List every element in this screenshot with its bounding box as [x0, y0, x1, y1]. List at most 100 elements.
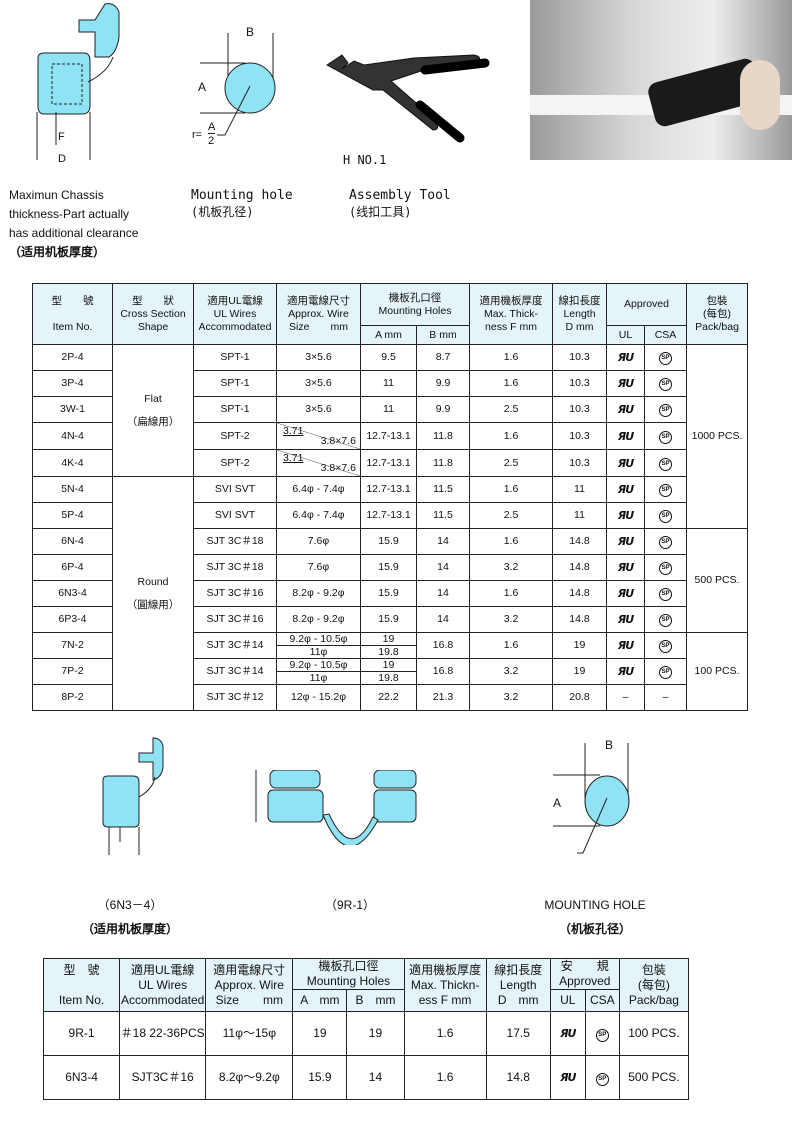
- item-no: 6N3-4: [32, 580, 113, 607]
- wire-size-a: 3.71: [283, 425, 304, 437]
- dim-b-label: B: [246, 25, 255, 39]
- ul-mark-cell: ЯU: [606, 606, 645, 633]
- header-b: B mm: [416, 325, 470, 345]
- tool-usage-photo: [530, 0, 792, 160]
- csa-mark-cell: SP: [643, 396, 688, 423]
- mounting-caption: Mounting hole (机板孔径): [191, 188, 293, 220]
- ul-wires: SVI SVT: [193, 502, 277, 529]
- pack-qty: 100 PCS.: [618, 1011, 690, 1056]
- header-text: 線扣長度: [558, 294, 601, 307]
- length-d: 17.5: [485, 1011, 551, 1056]
- ul-wires: SPT-1: [193, 344, 277, 371]
- header-a: A mm: [292, 989, 348, 1012]
- hole-b: 11.8: [416, 449, 470, 477]
- ul-mark-cell: ЯU: [549, 1055, 586, 1100]
- header-text: 線扣長度: [494, 962, 543, 977]
- header-text: (每包): [637, 977, 670, 992]
- ul-wires: SJT 3C＃16: [193, 580, 277, 607]
- csa-certified-icon: SP: [659, 562, 672, 575]
- hole-b: 11.8: [416, 422, 470, 450]
- item-no: 3P-4: [32, 370, 113, 397]
- wire-size: 7.6φ: [276, 554, 361, 581]
- header-text: Approx. Wire: [214, 977, 284, 992]
- hole-b: 16.8: [416, 658, 470, 685]
- mounting-hole-drawing-icon: [200, 33, 276, 136]
- hole-a: 12.7-13.1: [360, 502, 417, 529]
- csa-certified-icon: SP: [659, 484, 672, 497]
- csa-certified-icon: SP: [659, 588, 672, 601]
- csa-mark-cell: SP: [643, 528, 688, 555]
- hole-a: 15.9: [360, 528, 417, 555]
- csa-mark-cell: SP: [584, 1011, 620, 1056]
- ul-wires: SPT-1: [193, 396, 277, 423]
- dim-a-label-2: A: [553, 796, 562, 810]
- 6n3-4-clip-drawing-icon: [102, 737, 164, 855]
- header-pack: 包裝(每包)Pack/bag: [686, 283, 749, 345]
- header-text: Mounting Holes: [306, 974, 391, 988]
- header-text: 型 號: [51, 294, 94, 307]
- ul-wires: SJT3C＃16: [119, 1055, 207, 1100]
- csa-certified-icon: SP: [659, 536, 672, 549]
- thickness-f: 1.6: [469, 422, 553, 450]
- header-csa: CSA: [584, 989, 620, 1012]
- ul-mark-cell: ЯU: [606, 396, 645, 423]
- length-d: 14.8: [552, 528, 607, 555]
- ul-mark-cell: ЯU: [606, 344, 645, 371]
- ul-listed-icon: ЯU: [617, 613, 634, 626]
- ul-mark-cell: ЯU: [606, 449, 645, 477]
- hole-b: 11.5: [416, 476, 470, 503]
- dim-b-label-2: B: [605, 738, 614, 752]
- ul-listed-icon: ЯU: [617, 351, 634, 364]
- header-text: Approx. Wire: [288, 307, 349, 320]
- caption-line: Mounting hole: [191, 188, 293, 203]
- caption-line: MOUNTING HOLE: [544, 898, 646, 912]
- header-text: Accommodated: [198, 320, 272, 333]
- item-no: 6P3-4: [32, 606, 113, 633]
- hole-a-line: 19: [361, 633, 416, 646]
- header-ul: UL: [606, 325, 645, 345]
- header-text: 適用機板厚度: [479, 294, 543, 307]
- header-b: B mm: [346, 989, 405, 1012]
- cable-clip-drawing-icon: [36, 3, 120, 160]
- thickness-f: 3.2: [469, 554, 553, 581]
- length-d: 19: [552, 632, 607, 659]
- csa-certified-icon: SP: [659, 457, 672, 471]
- ul-listed-icon: ЯU: [617, 639, 634, 652]
- csa-mark-cell: SP: [643, 370, 688, 397]
- hole-a-line: 19: [361, 659, 416, 672]
- wire-size-a: 3.71: [283, 452, 304, 464]
- ul-listed-icon: ЯU: [617, 535, 634, 548]
- thickness-f: 1.6: [469, 632, 553, 659]
- caption-9r-1: （9R-1）: [324, 898, 375, 912]
- shape-label-cn: （扁線用）: [126, 415, 180, 428]
- hole-a: 15.9: [360, 606, 417, 633]
- wire-size: 8.2φ～9.2φ: [205, 1055, 294, 1100]
- header-text: Max. Thickn-: [410, 977, 480, 992]
- hole-a: 15.9: [292, 1055, 348, 1100]
- wire-size: 6.4φ - 7.4φ: [276, 476, 361, 503]
- ul-wires: SJT 3C＃14: [193, 632, 277, 659]
- header-text: 包裝: [641, 962, 666, 977]
- pack-qty: 1000 PCS.: [686, 344, 749, 529]
- ul-wires: SJT 3C＃18: [193, 554, 277, 581]
- header-text: D mm: [565, 320, 594, 333]
- tool-caption: Assembly Tool (线扣工具): [349, 188, 451, 220]
- length-d: 14.8: [552, 606, 607, 633]
- hole-a: 9.5: [360, 344, 417, 371]
- csa-mark-cell: SP: [643, 422, 688, 450]
- header-text: ess F mm: [418, 992, 472, 1007]
- mounting-hole-drawing-icon-2: [553, 743, 630, 854]
- assembly-tool-pliers-icon: [326, 54, 490, 143]
- hole-a: 19: [292, 1011, 348, 1056]
- hole-a: 12.7-13.1: [360, 449, 417, 477]
